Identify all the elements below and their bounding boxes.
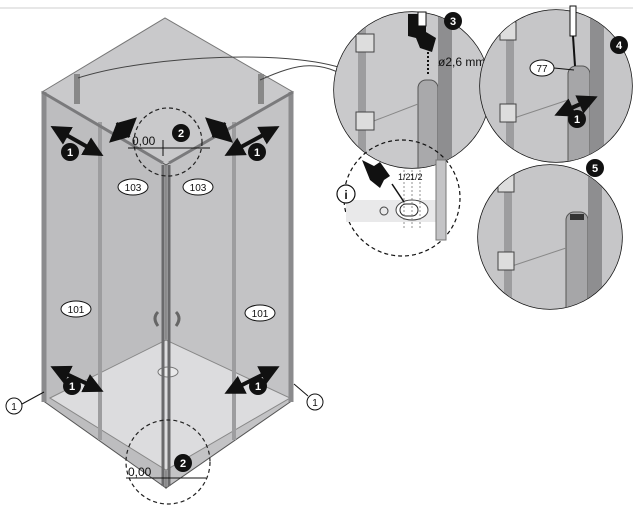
detail-5: 5: [477, 159, 623, 310]
screwdriver-icon: [569, 5, 577, 67]
part1-left-leader: [21, 391, 45, 405]
svg-text:77: 77: [536, 64, 548, 75]
step1-badge-detail4: 1: [568, 110, 586, 128]
step1-badge-tr: 1: [248, 143, 266, 161]
right-handle: [174, 310, 181, 327]
half-left: 1/2: [398, 172, 411, 182]
hinge-top-left: [74, 74, 80, 104]
leader-to-detail3: [77, 56, 353, 79]
svg-text:4: 4: [616, 40, 623, 52]
part-103-left: 103: [117, 178, 149, 196]
part-101-left: 101: [60, 300, 92, 318]
part-77: 77: [529, 59, 555, 77]
info-icon: i: [336, 184, 356, 204]
part-103-right: 103: [182, 178, 214, 196]
detail-3: ø2,6 mm 3: [333, 11, 491, 169]
half-right: 1/2: [410, 172, 423, 182]
svg-text:i: i: [344, 188, 347, 202]
arrow-icon: [554, 95, 598, 117]
step3-badge: 3: [444, 12, 462, 30]
svg-text:2: 2: [180, 458, 186, 470]
arrow-icon: [224, 126, 280, 156]
step1-badge-br: 1: [249, 377, 267, 395]
step2-badge-bottom: 2: [174, 454, 192, 472]
svg-text:1: 1: [11, 402, 17, 413]
part-1-right: 1: [306, 393, 324, 411]
detail-info: 1/2 1/2 i: [336, 139, 461, 257]
svg-text:1: 1: [312, 398, 318, 409]
part-101-right: 101: [244, 304, 276, 322]
step4-badge: 4: [610, 36, 628, 54]
svg-text:1: 1: [574, 114, 580, 126]
svg-text:1: 1: [254, 147, 260, 159]
svg-text:103: 103: [190, 183, 207, 194]
step1-badge-tl: 1: [61, 143, 79, 161]
shower-enclosure: [41, 17, 295, 489]
hinge-top-right: [258, 74, 264, 104]
left-handle: [153, 310, 160, 327]
svg-text:101: 101: [252, 309, 269, 320]
step5-badge: 5: [586, 159, 604, 177]
arrow-icon: [50, 126, 104, 156]
drill-icon: [408, 11, 436, 76]
gap-dim-bottom: 0,00: [128, 465, 152, 479]
gap-dim-top: 0,00: [132, 134, 156, 148]
step2-badge-top: 2: [172, 124, 190, 142]
part-1-left: 1: [5, 397, 23, 415]
arrow-icon: [205, 117, 233, 143]
svg-text:3: 3: [450, 16, 456, 28]
arrow-icon: [109, 117, 137, 143]
svg-text:1: 1: [67, 147, 73, 159]
drill-diameter: ø2,6 mm: [438, 55, 485, 69]
align-circle-bottom: [125, 419, 211, 505]
step1-badge-bl: 1: [63, 377, 81, 395]
part77-leader: [553, 67, 575, 71]
svg-text:1: 1: [255, 381, 261, 393]
svg-text:1: 1: [69, 381, 75, 393]
part1-right-leader: [293, 383, 309, 397]
svg-text:101: 101: [68, 305, 85, 316]
svg-text:103: 103: [125, 183, 142, 194]
svg-text:2: 2: [178, 128, 184, 140]
svg-text:5: 5: [592, 163, 598, 175]
detail-4: 77 4 1: [479, 5, 633, 163]
drill-icon: [362, 160, 405, 203]
